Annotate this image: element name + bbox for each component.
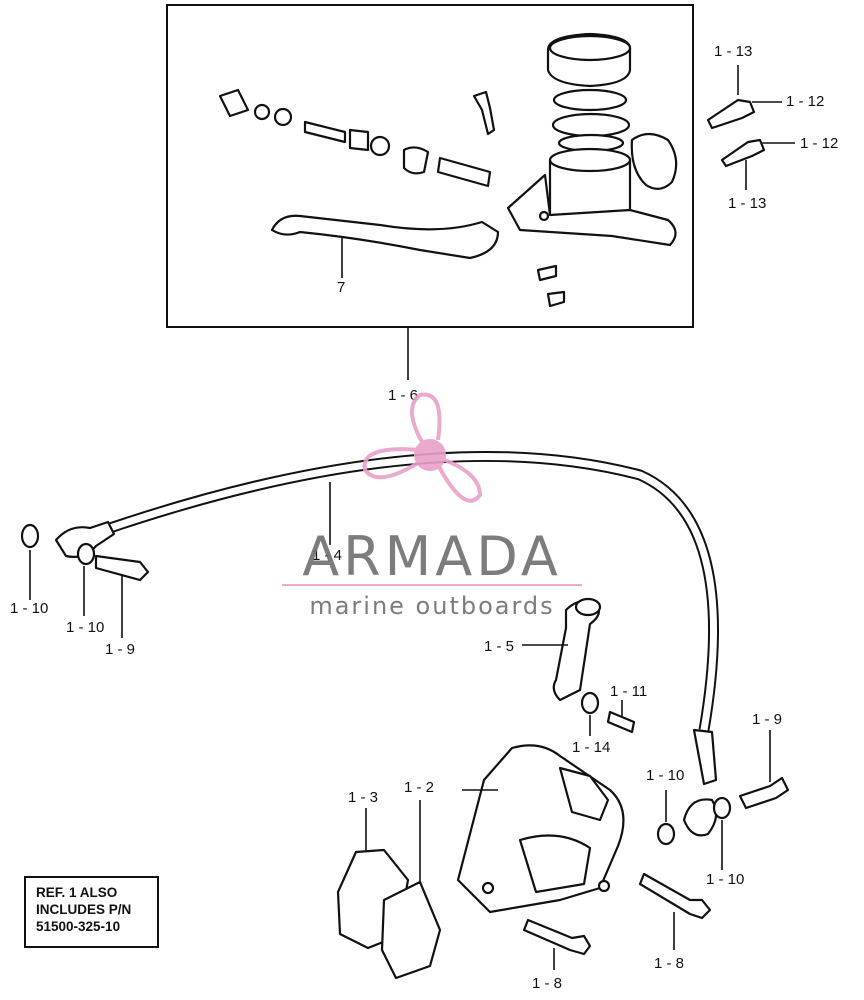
note-line-2: INCLUDES P/N	[36, 902, 132, 917]
label-1-3: 1 - 3	[348, 789, 378, 806]
master-cylinder-group-box	[166, 4, 694, 328]
label-1-2: 1 - 2	[404, 779, 434, 796]
brake-lever	[270, 214, 500, 278]
label-7: 7	[337, 279, 345, 296]
label-1-10-right-b: 1 - 10	[706, 871, 744, 888]
propeller-icon	[362, 392, 483, 503]
label-1-10-right-a: 1 - 10	[646, 767, 684, 784]
label-1-11: 1 - 11	[610, 683, 647, 700]
note-line-1: REF. 1 ALSO	[36, 885, 118, 900]
label-1-13-mid: 1 - 13	[728, 195, 766, 212]
caliper-bolts	[522, 872, 712, 970]
banjo-fitting-right	[656, 728, 790, 870]
reservoir-cap	[546, 32, 632, 153]
label-1-8-left: 1 - 8	[532, 975, 562, 992]
note-line-3: 51500-325-10	[36, 919, 121, 934]
label-1-9-right: 1 - 9	[752, 711, 782, 728]
label-1-14: 1 - 14	[572, 739, 610, 756]
label-1-10-left-b: 1 - 10	[66, 619, 104, 636]
brake-pads	[336, 800, 442, 980]
label-1-12-top: 1 - 12	[786, 93, 824, 110]
banjo-fitting-left	[20, 520, 150, 638]
label-1-8-right: 1 - 8	[654, 955, 684, 972]
label-1-9-left: 1 - 9	[105, 641, 135, 658]
label-1-13-top: 1 - 13	[714, 43, 752, 60]
label-1-12-mid: 1 - 12	[800, 135, 838, 152]
watermark-logo: ARMADA marine outboards	[282, 392, 582, 620]
brake-hose	[108, 450, 720, 731]
label-1-10-left-a: 1 - 10	[10, 600, 48, 617]
small-bolt-washer	[580, 691, 636, 736]
watermark-tagline: marine outboards	[309, 592, 554, 620]
label-1-6: 1 - 6	[388, 387, 418, 404]
label-1-4: 1 - 4	[312, 547, 342, 564]
label-1-5: 1 - 5	[484, 638, 514, 655]
reference-note-box: REF. 1 ALSO INCLUDES P/N 51500-325-10	[24, 876, 159, 948]
banjo-bolts-top	[706, 65, 795, 190]
watermark-brand: ARMADA	[302, 525, 562, 588]
piston-assembly	[218, 88, 566, 308]
master-cylinder-body	[506, 132, 678, 247]
caliper-body	[456, 744, 625, 914]
hose-guide	[522, 597, 602, 702]
